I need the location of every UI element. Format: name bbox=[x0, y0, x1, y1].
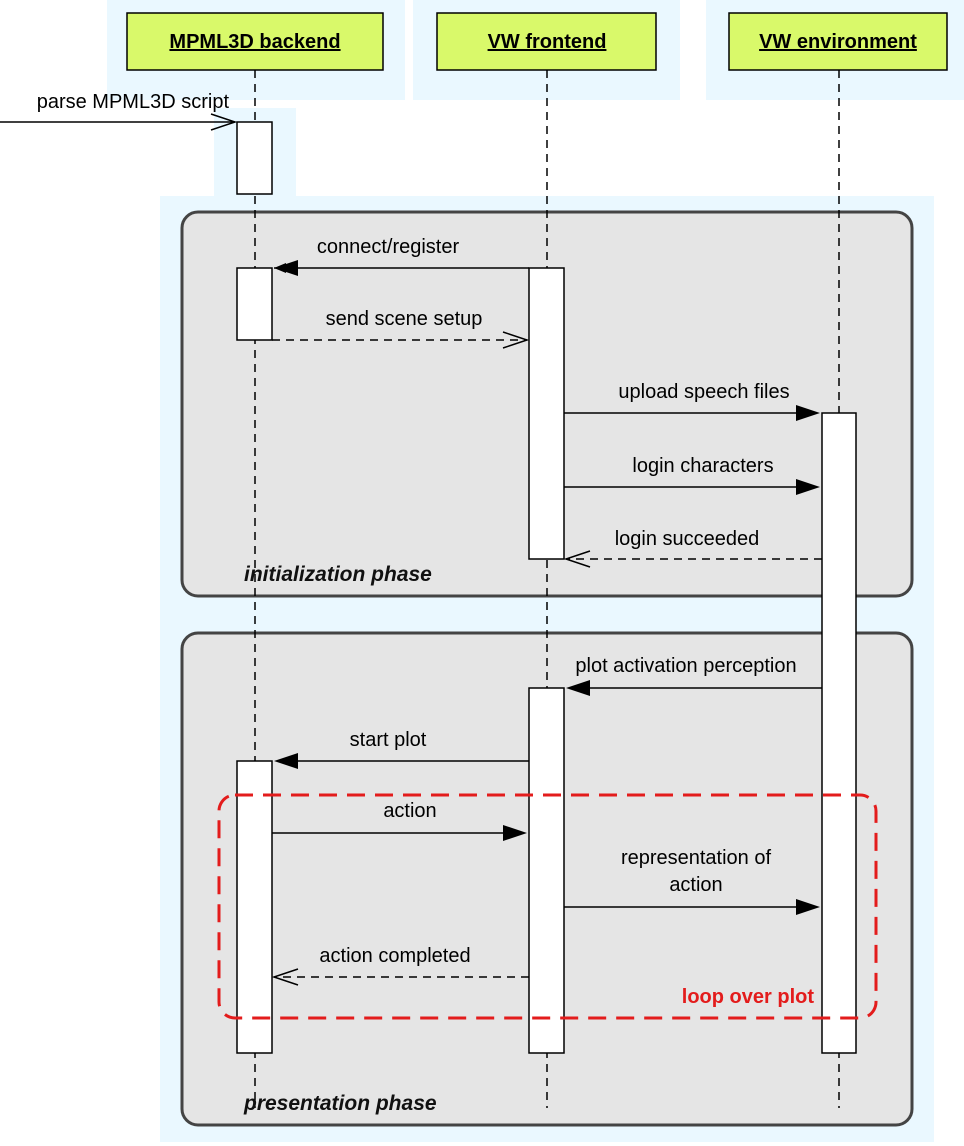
upload-speech-label: upload speech files bbox=[618, 381, 789, 403]
start-plot-arrowhead bbox=[274, 753, 298, 769]
parse-script-label: parse MPML3D script bbox=[37, 91, 230, 113]
parse-script-arrowhead bbox=[210, 113, 238, 131]
frontend-activation-init bbox=[528, 267, 565, 560]
presentation-phase-label: presentation phase bbox=[243, 1092, 437, 1115]
send-scene-setup-label: send scene setup bbox=[326, 308, 483, 330]
plot-activation-label: plot activation perception bbox=[575, 655, 796, 677]
action-completed-label: action completed bbox=[319, 945, 470, 967]
login-succeeded-label: login succeeded bbox=[615, 528, 760, 550]
backend-actor-label: MPML3D backend bbox=[169, 31, 340, 53]
backend-actor-box bbox=[126, 12, 384, 71]
login-characters-label: login characters bbox=[632, 455, 773, 477]
action-label: action bbox=[383, 800, 436, 822]
start-plot-label: start plot bbox=[350, 729, 427, 751]
frontend-actor-box bbox=[436, 12, 657, 71]
frontend-activation-presentation bbox=[528, 687, 565, 1054]
upload-speech-arrowhead bbox=[796, 405, 820, 421]
environment-activation bbox=[821, 412, 857, 1054]
frontend-actor-label: VW frontend bbox=[488, 31, 607, 53]
backend-activation-parse bbox=[236, 121, 273, 195]
connect-register-label: connect/register bbox=[317, 236, 460, 258]
representation-arrowhead bbox=[796, 899, 820, 915]
initialization-phase-label: initialization phase bbox=[244, 563, 432, 586]
environment-actor-label: VW environment bbox=[759, 31, 917, 53]
representation-label-line2: action bbox=[669, 874, 722, 896]
loop-over-plot-label: loop over plot bbox=[682, 986, 815, 1008]
representation-label-line1: representation of bbox=[621, 847, 772, 869]
loop-over-plot-frame bbox=[217, 793, 878, 1020]
connect-register-arrowhead bbox=[274, 260, 298, 276]
environment-actor-box bbox=[728, 12, 948, 71]
backend-activation-presentation bbox=[236, 760, 273, 1054]
backend-activation-register bbox=[236, 267, 273, 341]
action-arrowhead bbox=[503, 825, 527, 841]
login-succeeded-arrowhead bbox=[563, 550, 591, 568]
plot-activation-arrowhead bbox=[566, 680, 590, 696]
action-completed-arrowhead bbox=[271, 968, 299, 986]
send-scene-setup-arrowhead bbox=[502, 331, 530, 349]
login-characters-arrowhead bbox=[796, 479, 820, 495]
